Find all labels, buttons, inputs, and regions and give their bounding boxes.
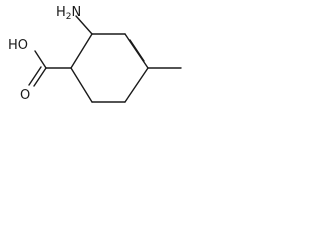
bond-c2-c3-double	[129, 39, 145, 62]
hydroxyl-label: HO	[8, 38, 28, 53]
bond-amino	[75, 15, 93, 35]
bond-c5-c6	[70, 67, 93, 103]
amino-label-subscript: 2	[66, 12, 72, 22]
molecule-svg: HO O H2N	[8, 5, 182, 103]
amino-label-n: N	[72, 5, 82, 20]
bond-c3-c4	[124, 67, 149, 103]
amino-label: H2N	[56, 5, 81, 22]
structure-diagram: HO O H2N	[0, 0, 200, 121]
bond-c6-c1	[70, 33, 93, 69]
bond-c-o-double-a	[33, 67, 47, 87]
amino-label-h: H	[56, 5, 66, 20]
carbonyl-oxygen-label: O	[20, 88, 30, 103]
bond-c-o-single	[34, 50, 47, 69]
bond-c-o-double-b	[28, 66, 42, 86]
